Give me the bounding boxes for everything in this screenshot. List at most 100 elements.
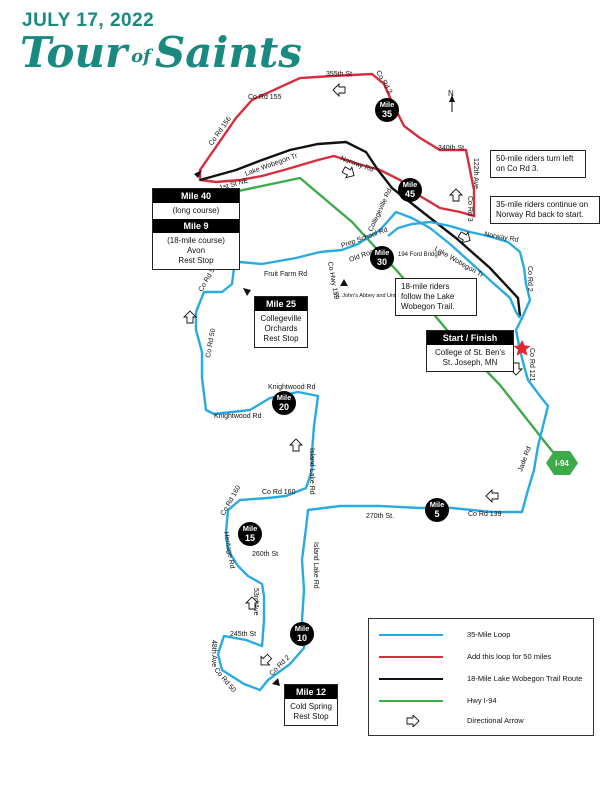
direction-arrow-icon: [289, 438, 303, 452]
mile-12-line1: Cold Spring: [290, 702, 332, 711]
svg-text:Mile: Mile: [430, 500, 445, 509]
legend-item-35-mile: 35-Mile Loop: [379, 629, 589, 641]
road-label-cr3-top: Co Rd 3: [374, 70, 393, 96]
road-label-cr139: Co Rd 139: [468, 511, 502, 518]
mile-9-detail: (18-mile course): [167, 236, 225, 245]
road-label-island-lake-1: Island Lake Rd: [308, 448, 315, 495]
i94-shield-label: I-94: [555, 459, 569, 468]
road-label-cr160-a: Co Rd 160: [262, 489, 296, 496]
legend-label-hwy: Hwy I-94: [467, 696, 497, 705]
legend-label-50: Add this loop for 50 miles: [467, 652, 552, 661]
svg-text:Mile: Mile: [243, 524, 258, 533]
mile-9-rest-stop: Rest Stop: [178, 256, 214, 265]
mile-12-line2: Rest Stop: [293, 712, 329, 721]
legend-label-arrow: Directional Arrow: [467, 716, 524, 725]
pointer-arrow-icon: [272, 678, 280, 686]
legend-item-18-mile: 18-Mile Lake Wobegon Trail Route: [379, 673, 589, 685]
road-label-cr121: Co Rd 121: [528, 348, 535, 382]
road-label-ford-bridge: 194 Ford Bridge: [398, 252, 442, 258]
compass-north-icon: N: [448, 89, 455, 112]
road-label-cr50-mid: Co Rd 50: [205, 328, 217, 358]
road-label-knightwood-1: Knightwood Rd: [268, 384, 316, 391]
road-label-355th: 355th St: [326, 71, 352, 78]
mile-40-header: Mile 40: [153, 189, 239, 203]
i94-shield-icon: I-94: [546, 451, 578, 475]
road-label-260th: 260th St: [252, 551, 278, 558]
legend-swatch-50: [379, 656, 443, 658]
svg-text:Mile: Mile: [403, 180, 418, 189]
road-label-270th: 270th St.: [366, 513, 394, 520]
start-finish-line1: College of St. Ben's: [434, 348, 505, 357]
svg-text:35: 35: [382, 109, 392, 119]
legend-swatch-18: [379, 678, 443, 680]
road-label-cr155: Co Rd 155: [248, 94, 282, 101]
road-label-245th: 245th St: [230, 631, 256, 638]
road-label-norway-2: Norway Rd: [484, 231, 519, 244]
svg-text:Mile: Mile: [277, 393, 292, 402]
rest-stop-mile-25: Mile 25 Collegeville Orchards Rest Stop: [254, 296, 308, 348]
road-label-heritage: Heritage Rd: [222, 531, 235, 569]
rest-stop-mile-12: Mile 12 Cold Spring Rest Stop: [284, 684, 338, 726]
road-label-island-lake-2: Island Lake Rd: [312, 542, 319, 589]
svg-text:15: 15: [245, 533, 255, 543]
svg-text:Mile: Mile: [380, 100, 395, 109]
start-finish-star-icon: [513, 340, 531, 356]
pointer-arrow-icon: [194, 170, 202, 178]
title-part-tour: Tour: [20, 28, 128, 77]
road-label-340th: 340th St: [438, 145, 464, 152]
loop-35-route: [194, 210, 550, 692]
road-label-cr2: Co Rd 2: [526, 266, 533, 292]
compass-north-label: N: [448, 89, 454, 98]
note-35-mile: 35-mile riders continue on Norway Rd bac…: [490, 196, 600, 224]
svg-text:20: 20: [279, 402, 289, 412]
note-50-mile: 50-mile riders turn left on Co Rd 3.: [490, 150, 586, 178]
mile-9-location: Avon: [186, 246, 206, 255]
loop-50-route: [198, 72, 476, 218]
svg-text:10: 10: [297, 633, 307, 643]
road-label-cr3-mid: Co Rd 3: [466, 196, 473, 222]
direction-arrow-icon: [406, 715, 420, 727]
direction-arrow-icon: [485, 489, 499, 503]
road-label-st-johns: St. John's Abbey and University: [334, 293, 411, 299]
mile-9-header: Mile 9: [153, 219, 239, 233]
title-part-saints: Saints: [154, 28, 302, 77]
start-finish-line2: St. Joseph, MN: [442, 358, 498, 367]
legend-item-50-mile: Add this loop for 50 miles: [379, 651, 589, 663]
pointer-arrow-icon: [243, 288, 251, 296]
trail-18-route: [199, 140, 522, 317]
legend-item-hwy: Hwy I-94: [379, 695, 589, 707]
road-label-fruit-farm: Fruit Farm Rd: [264, 271, 307, 278]
title-part-of: of: [131, 45, 151, 67]
start-finish-header: Start / Finish: [427, 331, 513, 345]
rest-stop-mile-40-9: Mile 40 (long course) Mile 9 (18-mile co…: [152, 188, 240, 270]
road-label-jade: Jade Rd: [517, 446, 533, 473]
svg-text:30: 30: [377, 257, 387, 267]
svg-text:45: 45: [405, 189, 415, 199]
direction-arrow-icon: [183, 310, 197, 324]
mile-25-line2: Orchards: [264, 324, 298, 333]
svg-text:Mile: Mile: [375, 248, 390, 257]
legend-swatch-35: [379, 634, 443, 636]
mile-25-line3: Rest Stop: [263, 334, 299, 343]
svg-text:Mile: Mile: [295, 624, 310, 633]
direction-arrow-icon: [256, 651, 275, 670]
start-finish-box: Start / Finish College of St. Ben's St. …: [426, 330, 514, 372]
road-label-collegeville: Collegeville Rd: [367, 187, 393, 232]
road-label-48th: 48th Ave: [210, 640, 217, 667]
mile-25-header: Mile 25: [255, 297, 307, 311]
mile-12-header: Mile 12: [285, 685, 337, 699]
legend-swatch-hwy: [379, 700, 443, 702]
note-18-mile: 18-mile riders follow the Lake Wobegon T…: [395, 278, 477, 316]
pointer-arrow-icon: [340, 279, 348, 286]
legend-item-arrow: Directional Arrow: [379, 715, 589, 727]
mile-40-detail: (long course): [172, 206, 220, 215]
svg-text:5: 5: [434, 509, 439, 519]
